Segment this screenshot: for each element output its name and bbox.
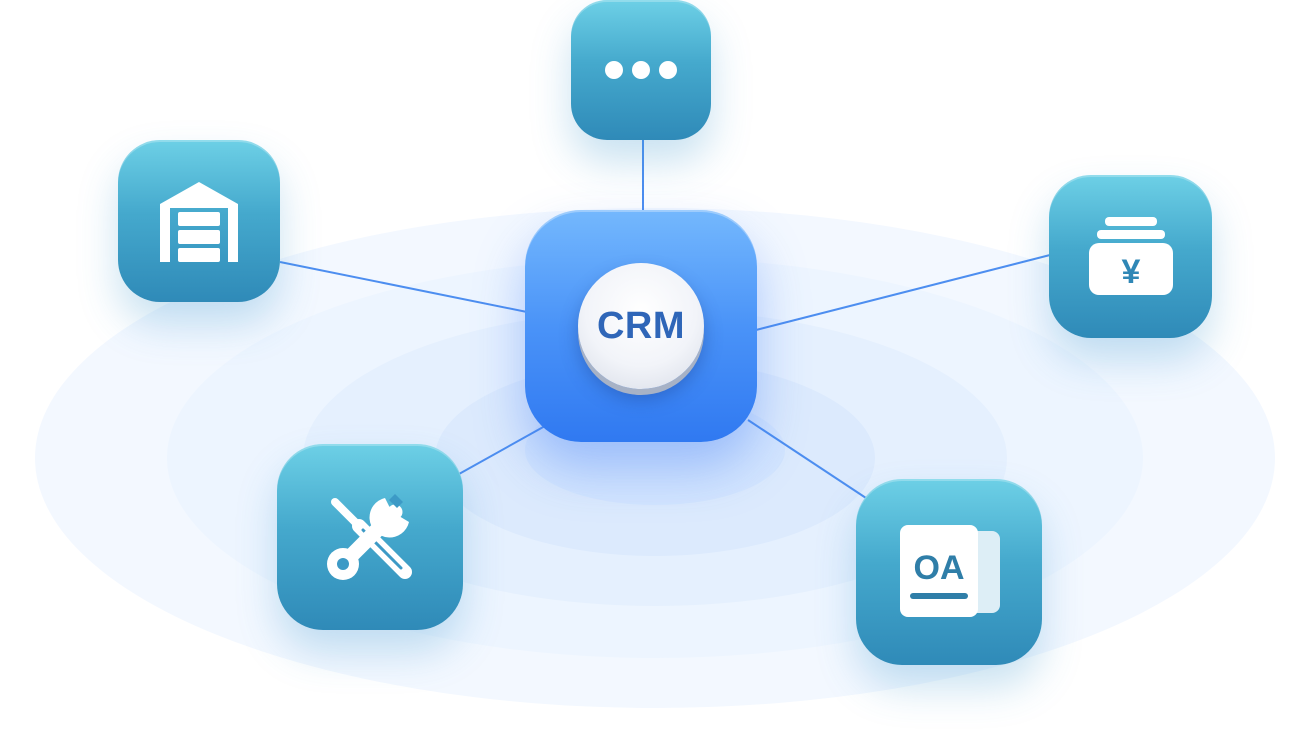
warehouse-icon bbox=[160, 182, 238, 262]
oa-document-icon: OA bbox=[900, 525, 1000, 617]
link-oa bbox=[747, 419, 867, 499]
link-finance bbox=[755, 254, 1051, 331]
more-dots-icon bbox=[605, 61, 677, 79]
tools-icon bbox=[327, 494, 412, 580]
finance-currency-symbol: ¥ bbox=[1122, 253, 1141, 291]
finance-node[interactable]: ¥ bbox=[1049, 175, 1212, 338]
money-stack-icon: ¥ bbox=[1089, 217, 1173, 295]
oa-label: OA bbox=[914, 549, 965, 587]
warehouse-node[interactable] bbox=[118, 140, 280, 302]
service-tools-node[interactable] bbox=[277, 444, 463, 630]
crm-label: CRM bbox=[596, 304, 686, 347]
crm-disc-icon: CRM bbox=[578, 263, 704, 389]
more-modules-node[interactable] bbox=[571, 0, 711, 140]
link-warehouse bbox=[279, 261, 528, 313]
oa-node[interactable]: OA bbox=[856, 479, 1042, 665]
link-tools bbox=[458, 425, 546, 475]
crm-hub[interactable]: CRM bbox=[525, 210, 757, 442]
